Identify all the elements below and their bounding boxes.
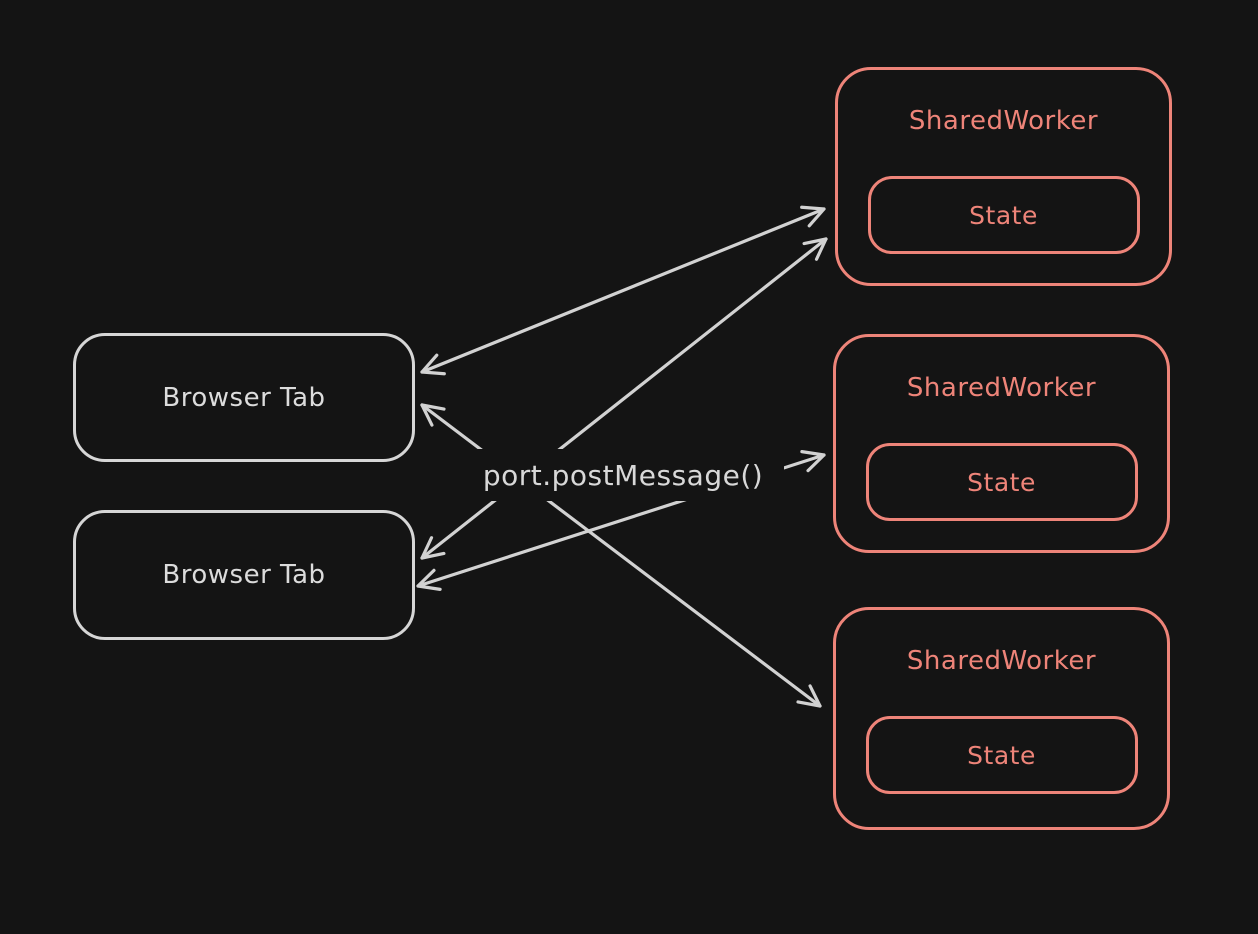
shared-worker-1-box[interactable]: SharedWorker State [835, 67, 1172, 286]
shared-worker-3-box[interactable]: SharedWorker State [833, 607, 1170, 830]
shared-worker-1-state-label: State [969, 200, 1038, 230]
port-postmessage-label[interactable]: port.postMessage() [462, 449, 784, 501]
shared-worker-2-state-label: State [967, 467, 1036, 497]
arrow-tab1-worker1[interactable] [420, 205, 826, 376]
shared-worker-2-box[interactable]: SharedWorker State [833, 334, 1170, 553]
shared-worker-2-label: SharedWorker [906, 373, 1097, 403]
browser-tab-1-label: Browser Tab [162, 382, 326, 413]
shared-worker-3-state-label: State [967, 740, 1036, 770]
browser-tab-2-label: Browser Tab [162, 560, 326, 590]
shared-worker-3-label: SharedWorker [906, 646, 1097, 676]
shared-worker-1-label: SharedWorker [908, 106, 1099, 136]
arrow-tab2-worker1[interactable] [420, 237, 828, 560]
shared-worker-2-state-box[interactable]: State [865, 443, 1138, 521]
browser-tab-2-box[interactable]: Browser Tab [73, 510, 415, 640]
shared-worker-3-state-box[interactable]: State [865, 716, 1138, 794]
shared-worker-1-state-box[interactable]: State [867, 176, 1140, 254]
browser-tab-1-box[interactable]: Browser Tab [73, 333, 415, 462]
